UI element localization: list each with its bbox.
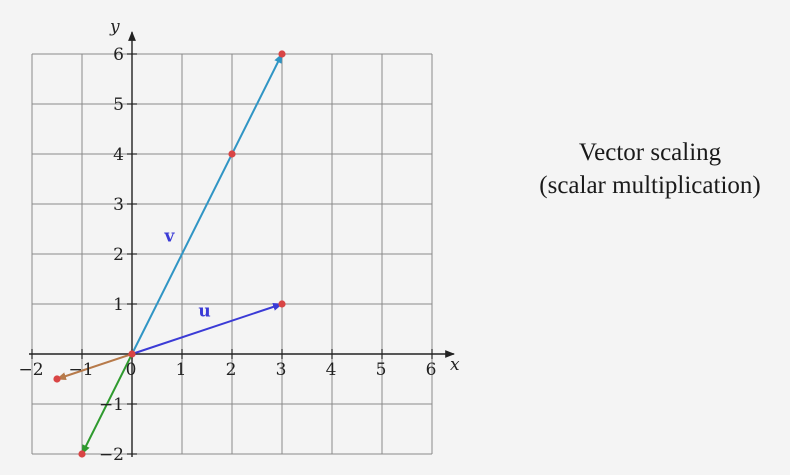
y-tick-label: 3 — [113, 195, 124, 215]
point-marker — [53, 375, 61, 383]
vectors — [56, 53, 283, 455]
y-tick-label: 6 — [113, 45, 124, 65]
caption-line-1: Vector scaling — [578, 139, 722, 166]
y-tick-label: 5 — [113, 95, 124, 115]
y-tick-label: 4 — [113, 145, 124, 165]
x-tick-label: 6 — [426, 360, 437, 380]
x-tick-label: 3 — [276, 360, 287, 380]
points — [53, 50, 286, 458]
x-tick-label: 1 — [176, 360, 187, 380]
point-marker — [228, 150, 236, 158]
x-tick-label: −1 — [68, 360, 93, 380]
x-tick-label: 5 — [376, 360, 387, 380]
point-marker — [278, 50, 286, 58]
x-tick-label: 4 — [326, 360, 337, 380]
vector-neg-v-third — [81, 353, 133, 455]
caption-line-2: (scalar multiplication) — [539, 172, 761, 199]
vector-label-u: u — [198, 302, 210, 322]
vector-u — [131, 303, 283, 355]
y-tick-label: 1 — [113, 295, 124, 315]
y-tick-label: 2 — [113, 245, 124, 265]
vector-v — [131, 53, 283, 355]
y-tick-label: −2 — [99, 445, 124, 465]
y-axis-label: y — [109, 17, 120, 37]
x-tick-label: −2 — [18, 360, 43, 380]
axes — [29, 31, 455, 457]
point-marker — [278, 300, 286, 308]
vector-label-v: v — [164, 227, 176, 247]
point-marker — [128, 350, 136, 358]
vector-neg-u-half — [56, 353, 133, 380]
point-marker — [78, 450, 86, 458]
caption: Vector scaling (scalar multiplication) — [510, 136, 790, 202]
grid — [31, 53, 433, 455]
x-tick-label: 2 — [226, 360, 237, 380]
y-tick-label: −1 — [99, 395, 124, 415]
x-tick-label: 0 — [126, 360, 137, 380]
x-axis-label: x — [450, 355, 460, 375]
